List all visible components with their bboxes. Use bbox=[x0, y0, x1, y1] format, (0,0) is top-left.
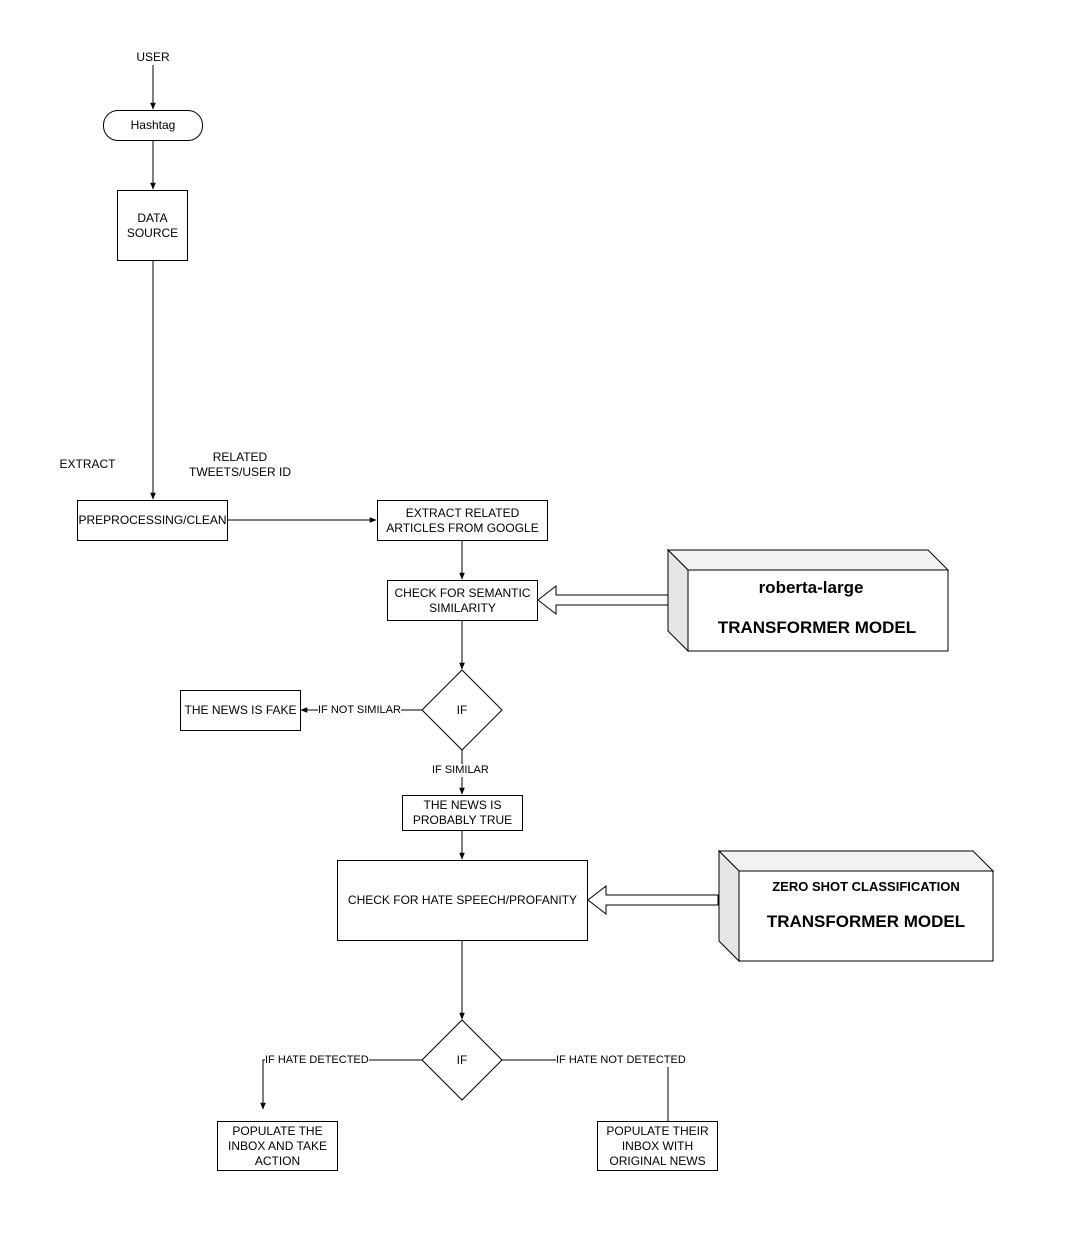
if-not-similar-label: IF NOT SIMILAR bbox=[318, 704, 401, 717]
decision-2-label: IF bbox=[456, 1053, 468, 1067]
semantic-check-node: CHECK FOR SEMANTIC SIMILARITY bbox=[387, 580, 538, 621]
hashtag-node: Hashtag bbox=[103, 110, 203, 141]
edge-decision2-action bbox=[260, 1059, 422, 1110]
model1-block bbox=[666, 548, 950, 653]
populate-action-node: POPULATE THE INBOX AND TAKE ACTION bbox=[217, 1121, 338, 1171]
model2-type: TRANSFORMER MODEL bbox=[766, 912, 966, 931]
if-hate-detected-label: IF HATE DETECTED bbox=[265, 1054, 369, 1067]
hate-check-node: CHECK FOR HATE SPEECH/PROFANITY bbox=[337, 860, 588, 941]
preprocessing-node: PREPROCESSING/CLEAN bbox=[77, 500, 228, 541]
model1-name: roberta-large bbox=[758, 578, 864, 597]
related-tweets-label: RELATED TWEETS/USER ID bbox=[188, 450, 291, 479]
data-source-node: DATA SOURCE bbox=[117, 190, 188, 261]
extract-label: EXTRACT bbox=[59, 457, 116, 471]
decision-1-label: IF bbox=[456, 703, 468, 717]
model1-block-arrow bbox=[537, 584, 669, 616]
extract-articles-node: EXTRACT RELATED ARTICLES FROM GOOGLE bbox=[377, 500, 548, 541]
decision-diamond-2 bbox=[421, 1019, 503, 1101]
model1-type: TRANSFORMER MODEL bbox=[717, 618, 917, 637]
news-fake-node: THE NEWS IS FAKE bbox=[180, 690, 301, 731]
edge-decision2-original bbox=[502, 1059, 669, 1121]
if-hate-not-detected-label: IF HATE NOT DETECTED bbox=[556, 1054, 686, 1067]
if-similar-label: IF SIMILAR bbox=[432, 764, 489, 777]
decision-diamond-1 bbox=[421, 669, 503, 751]
news-true-node: THE NEWS IS PROBABLY TRUE bbox=[402, 795, 523, 831]
model2-block-arrow bbox=[587, 884, 719, 916]
user-label: USER bbox=[136, 50, 170, 64]
model2-block bbox=[717, 849, 995, 963]
populate-original-node: POPULATE THEIR INBOX WITH ORIGINAL NEWS bbox=[597, 1121, 718, 1171]
model2-name: ZERO SHOT CLASSIFICATION bbox=[772, 879, 960, 894]
